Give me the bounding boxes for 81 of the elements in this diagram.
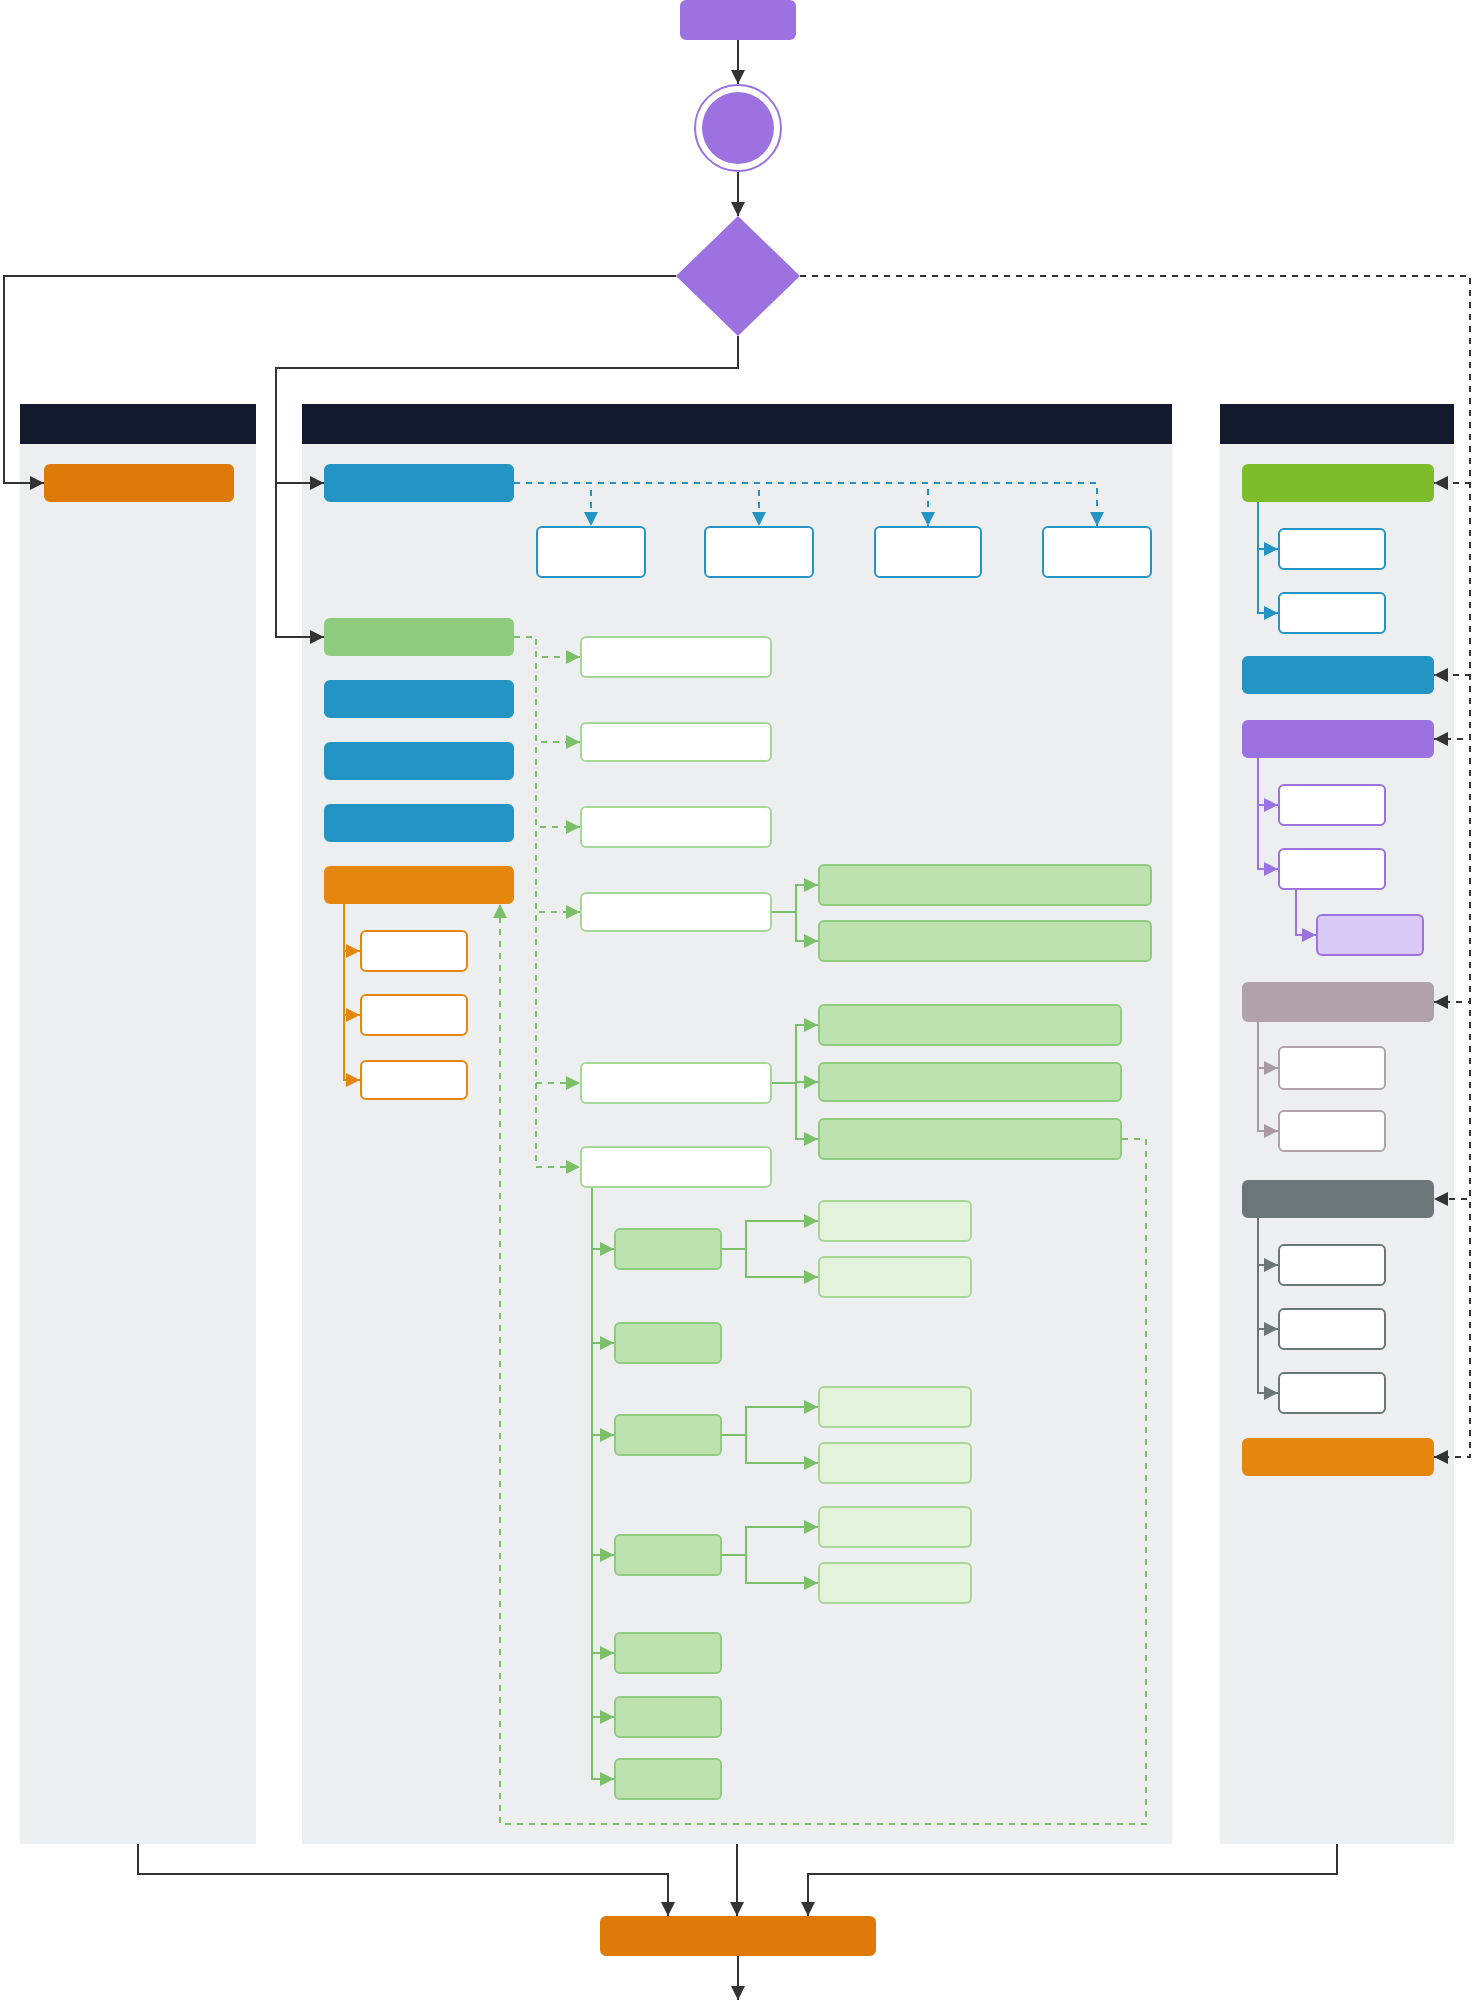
decision-diamond xyxy=(676,216,800,336)
process-box xyxy=(614,1414,722,1456)
process-box xyxy=(324,464,514,502)
connector-arrow xyxy=(3,275,677,490)
process-box xyxy=(614,1534,722,1576)
connector-arrow xyxy=(721,1554,819,1590)
process-box xyxy=(1278,848,1386,890)
connector-arrow xyxy=(801,1843,1338,1917)
event-circle xyxy=(694,84,782,172)
process-box xyxy=(580,892,772,932)
process-box xyxy=(818,1562,972,1604)
process-box xyxy=(600,1916,876,1956)
connector-arrow xyxy=(731,171,745,217)
connector-arrow xyxy=(513,636,581,1174)
process-box xyxy=(1316,914,1424,956)
process-box xyxy=(818,1200,972,1242)
process-box xyxy=(1242,464,1434,502)
process-box xyxy=(1242,982,1434,1022)
process-box xyxy=(614,1322,722,1364)
process-box xyxy=(360,1060,468,1100)
process-box xyxy=(1278,1372,1386,1414)
process-box xyxy=(44,464,234,502)
process-box xyxy=(580,722,772,762)
process-box xyxy=(818,1442,972,1484)
connector-arrow xyxy=(1257,1217,1279,1400)
process-box xyxy=(324,618,514,656)
process-box xyxy=(1278,592,1386,634)
swimlane-panel xyxy=(302,404,1172,1844)
process-box xyxy=(818,1386,972,1428)
process-box xyxy=(1242,720,1434,758)
start-bar xyxy=(680,0,796,40)
connector-arrow xyxy=(721,1434,819,1470)
process-box xyxy=(1278,1110,1386,1152)
process-box xyxy=(818,864,1152,906)
process-box xyxy=(1042,526,1152,578)
process-box xyxy=(1278,1308,1386,1350)
process-box xyxy=(536,526,646,578)
connector-arrow xyxy=(721,1248,819,1284)
process-box xyxy=(704,526,814,578)
connector-arrow xyxy=(493,903,1147,1825)
swimlane-panel xyxy=(1220,404,1454,1844)
process-box xyxy=(324,866,514,904)
connector-arrow xyxy=(1295,889,1317,942)
process-box xyxy=(1278,528,1386,570)
connector-arrow xyxy=(1257,757,1279,876)
connector-arrow xyxy=(730,1843,744,1917)
process-box xyxy=(818,1004,1122,1046)
process-box xyxy=(614,1696,722,1738)
process-box xyxy=(1242,656,1434,694)
process-box xyxy=(360,994,468,1036)
connector-arrow xyxy=(731,1955,745,2000)
process-box xyxy=(580,1146,772,1188)
process-box xyxy=(1242,1180,1434,1218)
process-box xyxy=(614,1228,722,1270)
process-box xyxy=(1242,1438,1434,1476)
process-box xyxy=(324,680,514,718)
process-box xyxy=(580,806,772,848)
process-box xyxy=(818,1118,1122,1160)
swimlane-panel xyxy=(20,404,256,1844)
process-box xyxy=(360,930,468,972)
process-box xyxy=(1278,784,1386,826)
connector-arrow xyxy=(771,1082,819,1146)
process-box xyxy=(614,1632,722,1674)
connector-arrow xyxy=(1257,1021,1279,1138)
connector-arrow xyxy=(771,911,819,948)
connector-arrow xyxy=(731,39,745,85)
process-box xyxy=(818,1256,972,1298)
process-box xyxy=(614,1758,722,1800)
process-box xyxy=(324,742,514,780)
process-box xyxy=(874,526,982,578)
connector-arrow xyxy=(513,482,1104,527)
process-box xyxy=(818,1506,972,1548)
process-box xyxy=(580,1062,772,1104)
connector-arrow xyxy=(1257,501,1279,620)
process-box xyxy=(818,1062,1122,1102)
process-box xyxy=(818,920,1152,962)
process-box xyxy=(1278,1244,1386,1286)
process-box xyxy=(580,636,772,678)
process-box xyxy=(324,804,514,842)
process-box xyxy=(1278,1046,1386,1090)
connector-arrow xyxy=(137,1843,675,1917)
